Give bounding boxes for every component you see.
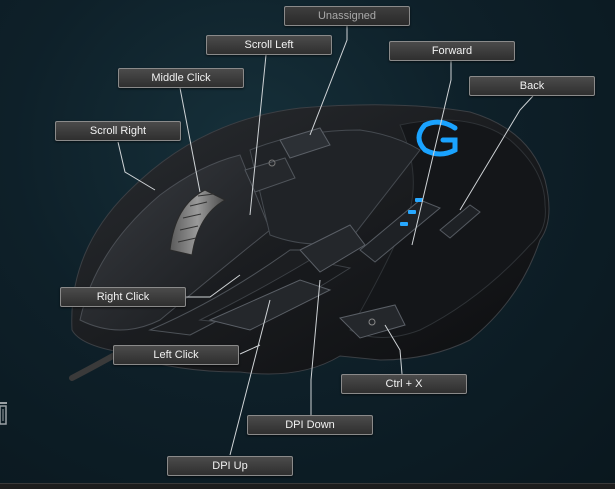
scroll-left-button[interactable]: Scroll Left	[206, 35, 332, 55]
trash-icon[interactable]	[0, 398, 8, 426]
mouse-forward-shape	[359, 199, 441, 263]
middle-click-button[interactable]: Middle Click	[118, 68, 244, 88]
left-click-button[interactable]: Left Click	[113, 345, 239, 365]
back-button[interactable]: Back	[469, 76, 595, 96]
mouse-dpi-up-shape	[208, 279, 332, 331]
scroll-right-button[interactable]: Scroll Right	[55, 121, 181, 141]
ctrl-x-button[interactable]: Ctrl + X	[341, 374, 467, 394]
forward-button[interactable]: Forward	[389, 41, 515, 61]
dpi-down-button[interactable]: DPI Down	[247, 415, 373, 435]
logitech-g-logo	[416, 119, 458, 157]
mouse-top-button-shape	[279, 127, 331, 159]
mouse-scroll-wheel	[169, 189, 227, 256]
mouse-dpi-down-shape	[299, 224, 366, 273]
dpi-led-indicators	[400, 198, 423, 226]
bottom-toolbar	[0, 483, 615, 489]
mouse-thumb-button-shape	[339, 304, 406, 339]
right-click-button[interactable]: Right Click	[60, 287, 186, 307]
callout-lines	[117, 25, 534, 456]
mouse-back-shape	[439, 204, 481, 239]
dpi-up-button[interactable]: DPI Up	[167, 456, 293, 476]
unassigned-button[interactable]: Unassigned	[284, 6, 410, 26]
